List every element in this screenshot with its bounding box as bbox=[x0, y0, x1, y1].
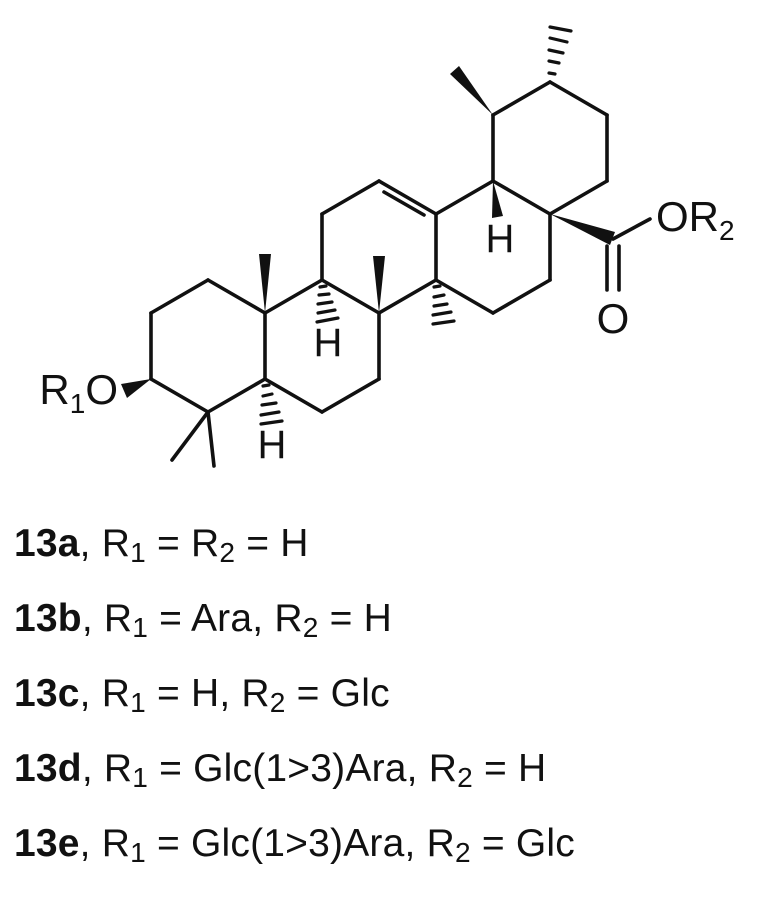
wedge-bond-c19-methyl bbox=[450, 66, 493, 115]
compound-definition: , R1 = H, R2 = Glc bbox=[79, 672, 390, 719]
carbonyl-oxygen-label: O bbox=[597, 295, 630, 342]
h-label-c9: H bbox=[314, 321, 343, 365]
compound-definition: , R1 = Ara, R2 = H bbox=[81, 597, 392, 644]
or2-label: OR2 bbox=[656, 193, 735, 246]
wedge-bond-c10-methyl bbox=[259, 254, 271, 313]
compound-list: 13a, R1 = R2 = H 13b, R1 = Ara, R2 = H 1… bbox=[0, 500, 764, 881]
compound-id: 13c bbox=[14, 672, 80, 715]
double-bond-c12-c13 bbox=[382, 190, 426, 217]
compound-line-13a: 13a, R1 = R2 = H bbox=[14, 506, 764, 581]
gem-dimethyl-bonds bbox=[170, 410, 216, 468]
compound-definition: , R1 = R2 = H bbox=[79, 522, 309, 569]
compound-line-13d: 13d, R1 = Glc(1>3)Ara, R2 = H bbox=[14, 731, 764, 806]
h-label-c5: H bbox=[258, 423, 287, 467]
hash-bond-c5-h bbox=[259, 383, 284, 426]
compound-line-13c: 13c, R1 = H, R2 = Glc bbox=[14, 656, 764, 731]
wedge-bond-c3-or1 bbox=[121, 379, 151, 398]
wedge-bond-c18-h bbox=[492, 181, 503, 218]
hash-bond-c20-methyl bbox=[547, 25, 573, 76]
wedge-bond-c8-methyl bbox=[373, 256, 385, 313]
r1o-label: R1O bbox=[39, 366, 118, 419]
compound-id: 13d bbox=[14, 747, 82, 790]
hash-bond-c14-methyl bbox=[431, 284, 456, 326]
compound-id: 13b bbox=[14, 597, 82, 640]
ring-a-bonds bbox=[149, 278, 267, 414]
hash-bond-c9-h bbox=[315, 284, 340, 324]
ring-c-bonds bbox=[320, 179, 438, 315]
ring-e-bonds bbox=[491, 80, 609, 216]
molecule-structure: R1O OR2 O H H H bbox=[39, 25, 735, 468]
compound-id: 13e bbox=[14, 822, 80, 865]
ring-d-bonds bbox=[434, 179, 552, 315]
h-label-c18: H bbox=[486, 217, 515, 261]
compound-line-13b: 13b, R1 = Ara, R2 = H bbox=[14, 581, 764, 656]
wedge-bond-c17-carboxyl bbox=[550, 214, 615, 245]
compound-line-13e: 13e, R1 = Glc(1>3)Ara, R2 = Glc bbox=[14, 806, 764, 881]
triterpene-structure-figure: R1O OR2 O H H H bbox=[39, 25, 735, 468]
ring-b-bonds bbox=[263, 278, 381, 414]
compound-id: 13a bbox=[14, 522, 80, 565]
compound-definition: , R1 = Glc(1>3)Ara, R2 = Glc bbox=[79, 822, 575, 869]
compound-definition: , R1 = Glc(1>3)Ara, R2 = H bbox=[81, 747, 547, 794]
carboxyl-group-bonds bbox=[605, 217, 652, 292]
